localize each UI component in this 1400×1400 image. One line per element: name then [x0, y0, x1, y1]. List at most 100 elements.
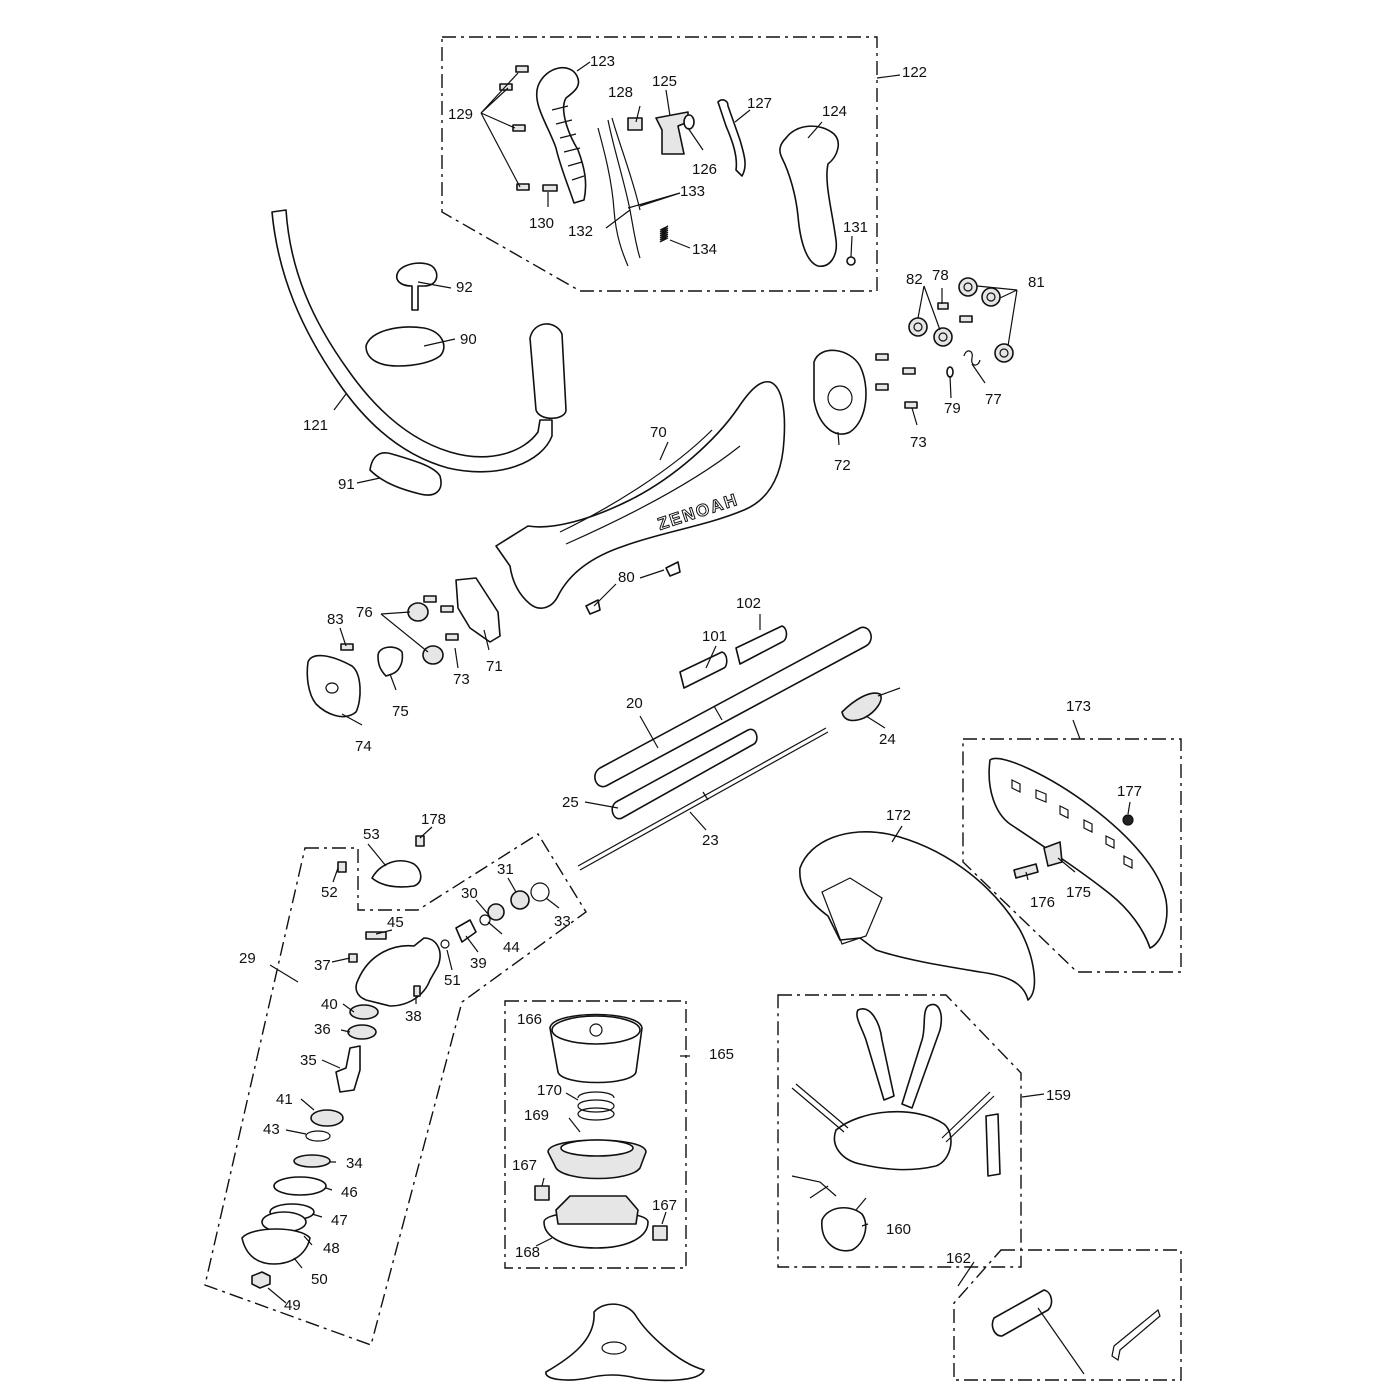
washer-51 — [440, 939, 450, 949]
clamp-bottom-91 — [369, 452, 442, 496]
cables-133 — [607, 117, 641, 259]
spring-170 — [577, 1091, 615, 1121]
guard-extension-outline — [962, 738, 1182, 973]
clip-80-right — [665, 561, 681, 577]
cable-bracket-group — [813, 277, 1014, 435]
callout-48: 48 — [323, 1240, 340, 1257]
callout-122: 122 — [902, 64, 927, 81]
callout-41: 41 — [276, 1091, 293, 1108]
callout-73b: 73 — [453, 671, 470, 688]
hip-pad-160-strap — [791, 1175, 867, 1211]
callout-166: 166 — [517, 1011, 542, 1028]
screw-38 — [413, 985, 421, 997]
callout-31: 31 — [497, 861, 514, 878]
grommets-81 — [958, 277, 1014, 363]
washer-44 — [479, 914, 491, 926]
spring-77 — [963, 350, 981, 366]
trimmer-head-outline — [504, 1000, 687, 1269]
tool-kit-group — [991, 1289, 1161, 1375]
callout-78: 78 — [932, 267, 949, 284]
callout-101: 101 — [702, 628, 727, 645]
harness-strap-right — [901, 1003, 943, 1109]
callout-44: 44 — [503, 939, 520, 956]
carb-parts-group — [306, 577, 501, 718]
callout-47: 47 — [331, 1212, 348, 1229]
callout-130: 130 — [529, 215, 554, 232]
screw-78 — [937, 302, 949, 310]
callout-30: 30 — [461, 885, 478, 902]
callout-129: 129 — [448, 106, 473, 123]
bearing-41 — [310, 1109, 344, 1127]
callout-81: 81 — [1028, 274, 1045, 291]
callout-50: 50 — [311, 1271, 328, 1288]
spool-169-top — [560, 1139, 634, 1157]
bracket-53 — [371, 860, 422, 888]
callout-167a: 167 — [512, 1157, 537, 1174]
nut-49 — [251, 1271, 271, 1289]
cover-74-hole — [325, 682, 339, 694]
harness-hip-pad — [833, 1110, 952, 1171]
bracket-71 — [455, 577, 501, 643]
gearcase-body — [355, 937, 441, 1007]
box-spanner — [991, 1289, 1053, 1337]
damper-24 — [841, 692, 882, 722]
callout-79: 79 — [944, 400, 961, 417]
callout-45: 45 — [387, 914, 404, 931]
callout-126: 126 — [692, 161, 717, 178]
hip-pad-160 — [821, 1207, 867, 1252]
cable-132 — [597, 127, 629, 267]
callout-133: 133 — [680, 183, 705, 200]
callout-35: 35 — [300, 1052, 317, 1069]
callout-173: 173 — [1066, 698, 1091, 715]
damper-24-shaft — [877, 687, 901, 697]
output-shaft-35 — [335, 1045, 361, 1093]
callout-128: 128 — [608, 84, 633, 101]
extension-173-slots — [1011, 779, 1133, 869]
pin-131 — [846, 256, 856, 266]
callout-170: 170 — [537, 1082, 562, 1099]
screw-178 — [415, 835, 425, 847]
callout-132: 132 — [568, 223, 593, 240]
bracket-plate-72-hole — [827, 385, 853, 411]
ring-33 — [530, 882, 550, 902]
lockout-lever-127 — [717, 99, 746, 177]
callout-159: 159 — [1046, 1087, 1071, 1104]
callout-75: 75 — [392, 703, 409, 720]
clamp-75 — [377, 646, 404, 677]
eyelet-167b — [652, 1225, 668, 1241]
bracket-plate-72 — [813, 349, 867, 435]
seal-40 — [349, 1004, 379, 1020]
liner-101 — [679, 651, 728, 689]
eyelet-167a — [534, 1185, 550, 1201]
throttle-handle-group — [499, 65, 856, 267]
hex-key — [1111, 1308, 1161, 1361]
throttle-trigger-125 — [655, 111, 689, 155]
harness-strap-left — [856, 1008, 895, 1101]
bearing-30 — [487, 903, 505, 921]
collars-76 — [407, 602, 444, 665]
handle-half-123 — [535, 66, 587, 204]
callout-36: 36 — [314, 1021, 331, 1038]
holder-46 — [273, 1176, 327, 1196]
washer-36 — [347, 1024, 377, 1040]
harness-group — [791, 1003, 1001, 1252]
housing-168-wall — [555, 1195, 639, 1225]
callout-131: 131 — [843, 219, 868, 236]
callout-labels: 123 122 129 128 125 127 124 126 133 130 … — [239, 53, 1142, 1314]
callout-125: 125 — [652, 73, 677, 90]
group-outlines — [204, 36, 1182, 1381]
circlip-43 — [305, 1130, 331, 1142]
callout-39: 39 — [470, 955, 487, 972]
harness-buckle — [985, 1113, 1001, 1177]
engine-cover-group: ZENOAH — [495, 381, 786, 615]
dampers-82 — [908, 317, 953, 347]
spring-134 — [659, 225, 669, 243]
screw-37 — [348, 953, 358, 963]
screw-83 — [340, 643, 354, 651]
callout-82: 82 — [906, 271, 923, 288]
callout-70: 70 — [650, 424, 667, 441]
three-tooth-blade — [545, 1303, 705, 1382]
tool-kit-outline — [953, 1249, 1182, 1381]
engine-cover-70 — [495, 381, 786, 609]
callout-29: 29 — [239, 950, 256, 967]
